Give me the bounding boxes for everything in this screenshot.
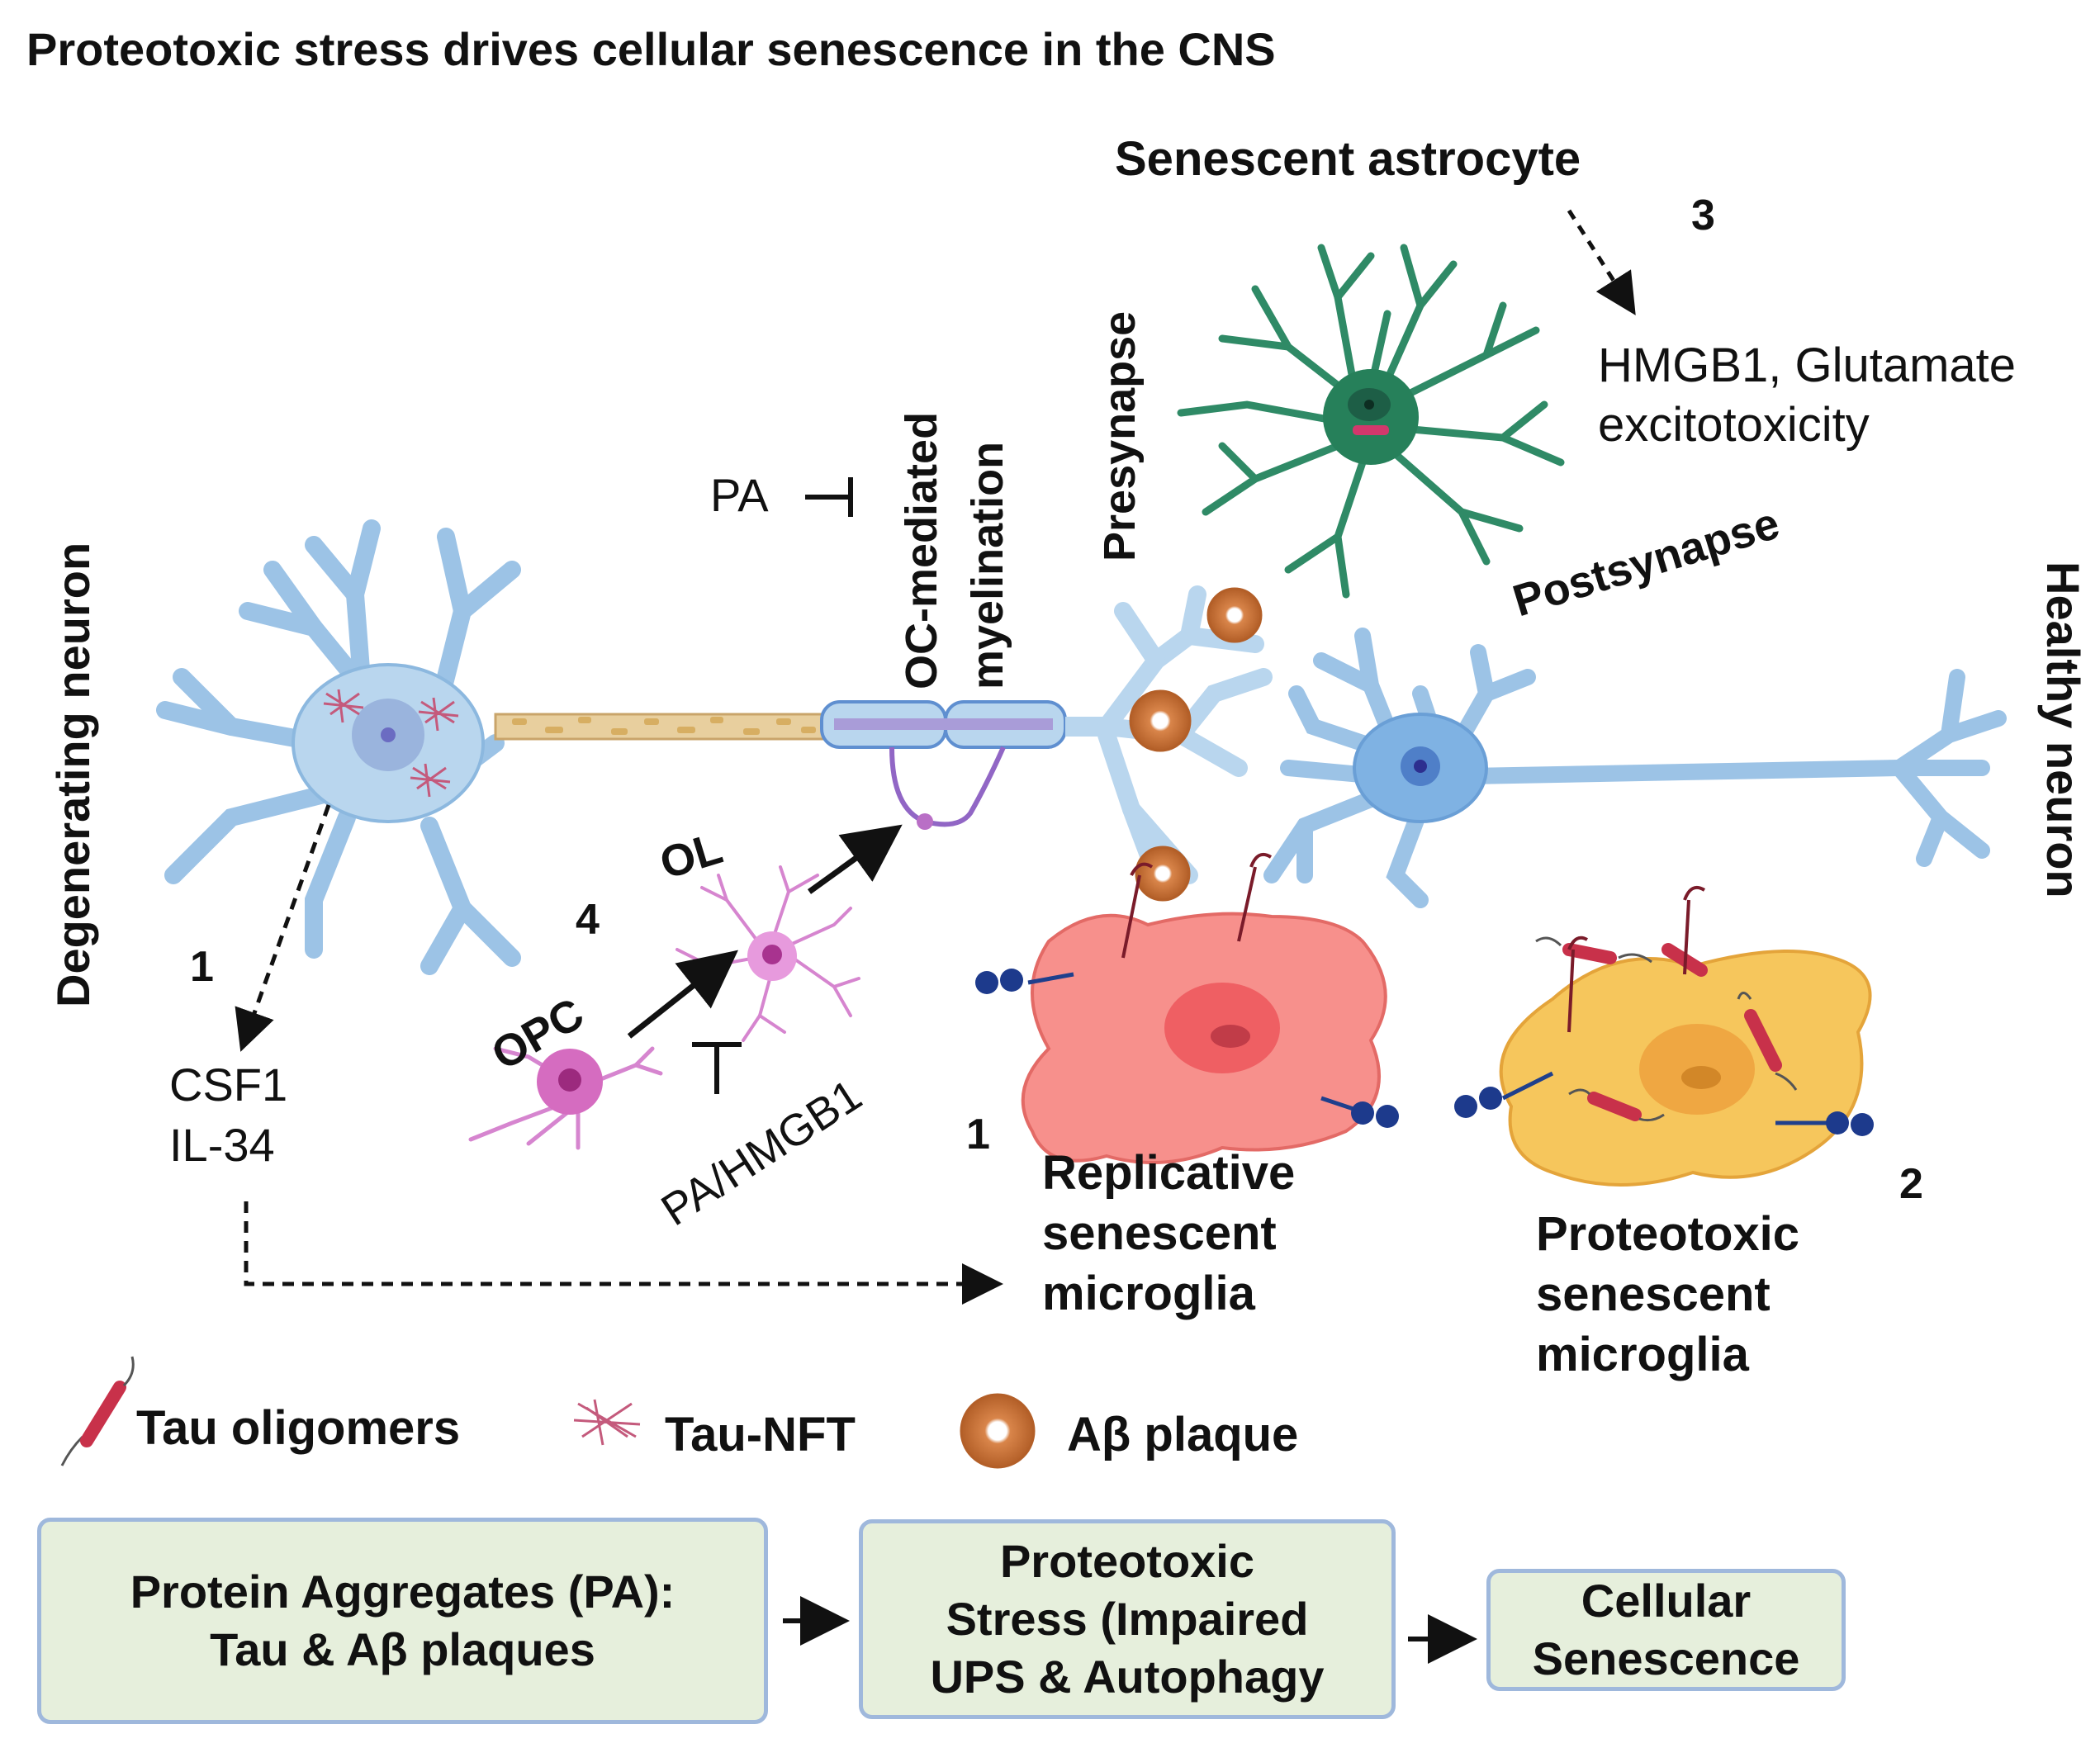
degenerating-axon (494, 700, 1115, 830)
flow-box-protein-aggregates: Protein Aggregates (PA): Tau & Aβ plaque… (37, 1518, 768, 1724)
proteotoxic-line2: senescent (1536, 1267, 1771, 1321)
abeta-plaques (1129, 587, 1263, 902)
arrows (235, 209, 1636, 1305)
pa-label: PA (710, 469, 769, 521)
step-2-label: 2 (1899, 1160, 1923, 1208)
astrocyte-output-line2: excitotoxicity (1598, 398, 1870, 452)
senescent-astrocyte-label: Senescent astrocyte (1115, 132, 1581, 186)
ol-cell (676, 865, 860, 1042)
step-3-label: 3 (1691, 192, 1715, 239)
flow-box1-line2: Tau & Aβ plaques (210, 1623, 595, 1675)
flow-box2-line1: Proteotoxic (999, 1535, 1255, 1587)
healthy-neuron-label: Healthy neuron (2037, 561, 2089, 898)
opc-cell (468, 1046, 663, 1150)
degenerating-neuron-label: Degenerating neuron (47, 542, 99, 1007)
flow-box3-line2: Senescence (1532, 1632, 1800, 1684)
replicative-senescent-microglia (975, 853, 1399, 1164)
proteotoxic-line1: Proteotoxic (1536, 1207, 1800, 1261)
replicative-line3: microglia (1042, 1267, 1255, 1320)
step-1-left-label: 1 (190, 943, 214, 991)
flow-box-cellular-senescence: Cellular Senescence (1486, 1569, 1846, 1691)
flow-box1-line1: Protein Aggregates (PA): (130, 1566, 676, 1618)
astrocyte-tau-aggregate (1353, 425, 1389, 435)
legend-tau-oligomer-icon (60, 1356, 135, 1466)
healthy-neuron (1263, 628, 2007, 908)
oc-mediated-label: OC-mediated (897, 411, 946, 689)
myelination-label: myelination (963, 441, 1012, 689)
legend-abeta-plaque-icon (960, 1393, 1036, 1469)
degenerating-neuron (156, 519, 521, 975)
legend-tau-nft-icon (573, 1399, 641, 1446)
csf1-label: CSF1 (169, 1059, 288, 1111)
presynapse-label: Presynapse (1095, 310, 1145, 561)
il34-label: IL-34 (169, 1119, 275, 1171)
replicative-line1: Replicative (1042, 1146, 1296, 1200)
step-1-mid-label: 1 (966, 1111, 990, 1158)
flow-box2-line3: UPS & Autophagy (930, 1651, 1325, 1703)
legend-tau-nft-label: Tau-NFT (665, 1408, 856, 1461)
replicative-line2: senescent (1042, 1206, 1277, 1260)
proteotoxic-senescent-microglia (1454, 886, 1874, 1187)
legend-abeta-plaque-label: Aβ plaque (1067, 1408, 1299, 1461)
flow-box2-line2: Stress (Impaired (946, 1593, 1309, 1645)
flow-box3-line1: Cellular (1581, 1575, 1752, 1627)
proteotoxic-line3: microglia (1536, 1328, 1749, 1381)
legend-tau-oligomers-label: Tau oligomers (136, 1401, 461, 1455)
flow-box-proteotoxic-stress: Proteotoxic Stress (Impaired UPS & Autop… (859, 1519, 1396, 1719)
step-4-label: 4 (576, 896, 600, 944)
senescent-astrocyte (1177, 244, 1565, 599)
astrocyte-output-line1: HMGB1, Glutamate (1598, 339, 2017, 392)
figure-title: Proteotoxic stress drives cellular senes… (26, 23, 1276, 75)
flow-arrows (783, 1596, 1477, 1664)
